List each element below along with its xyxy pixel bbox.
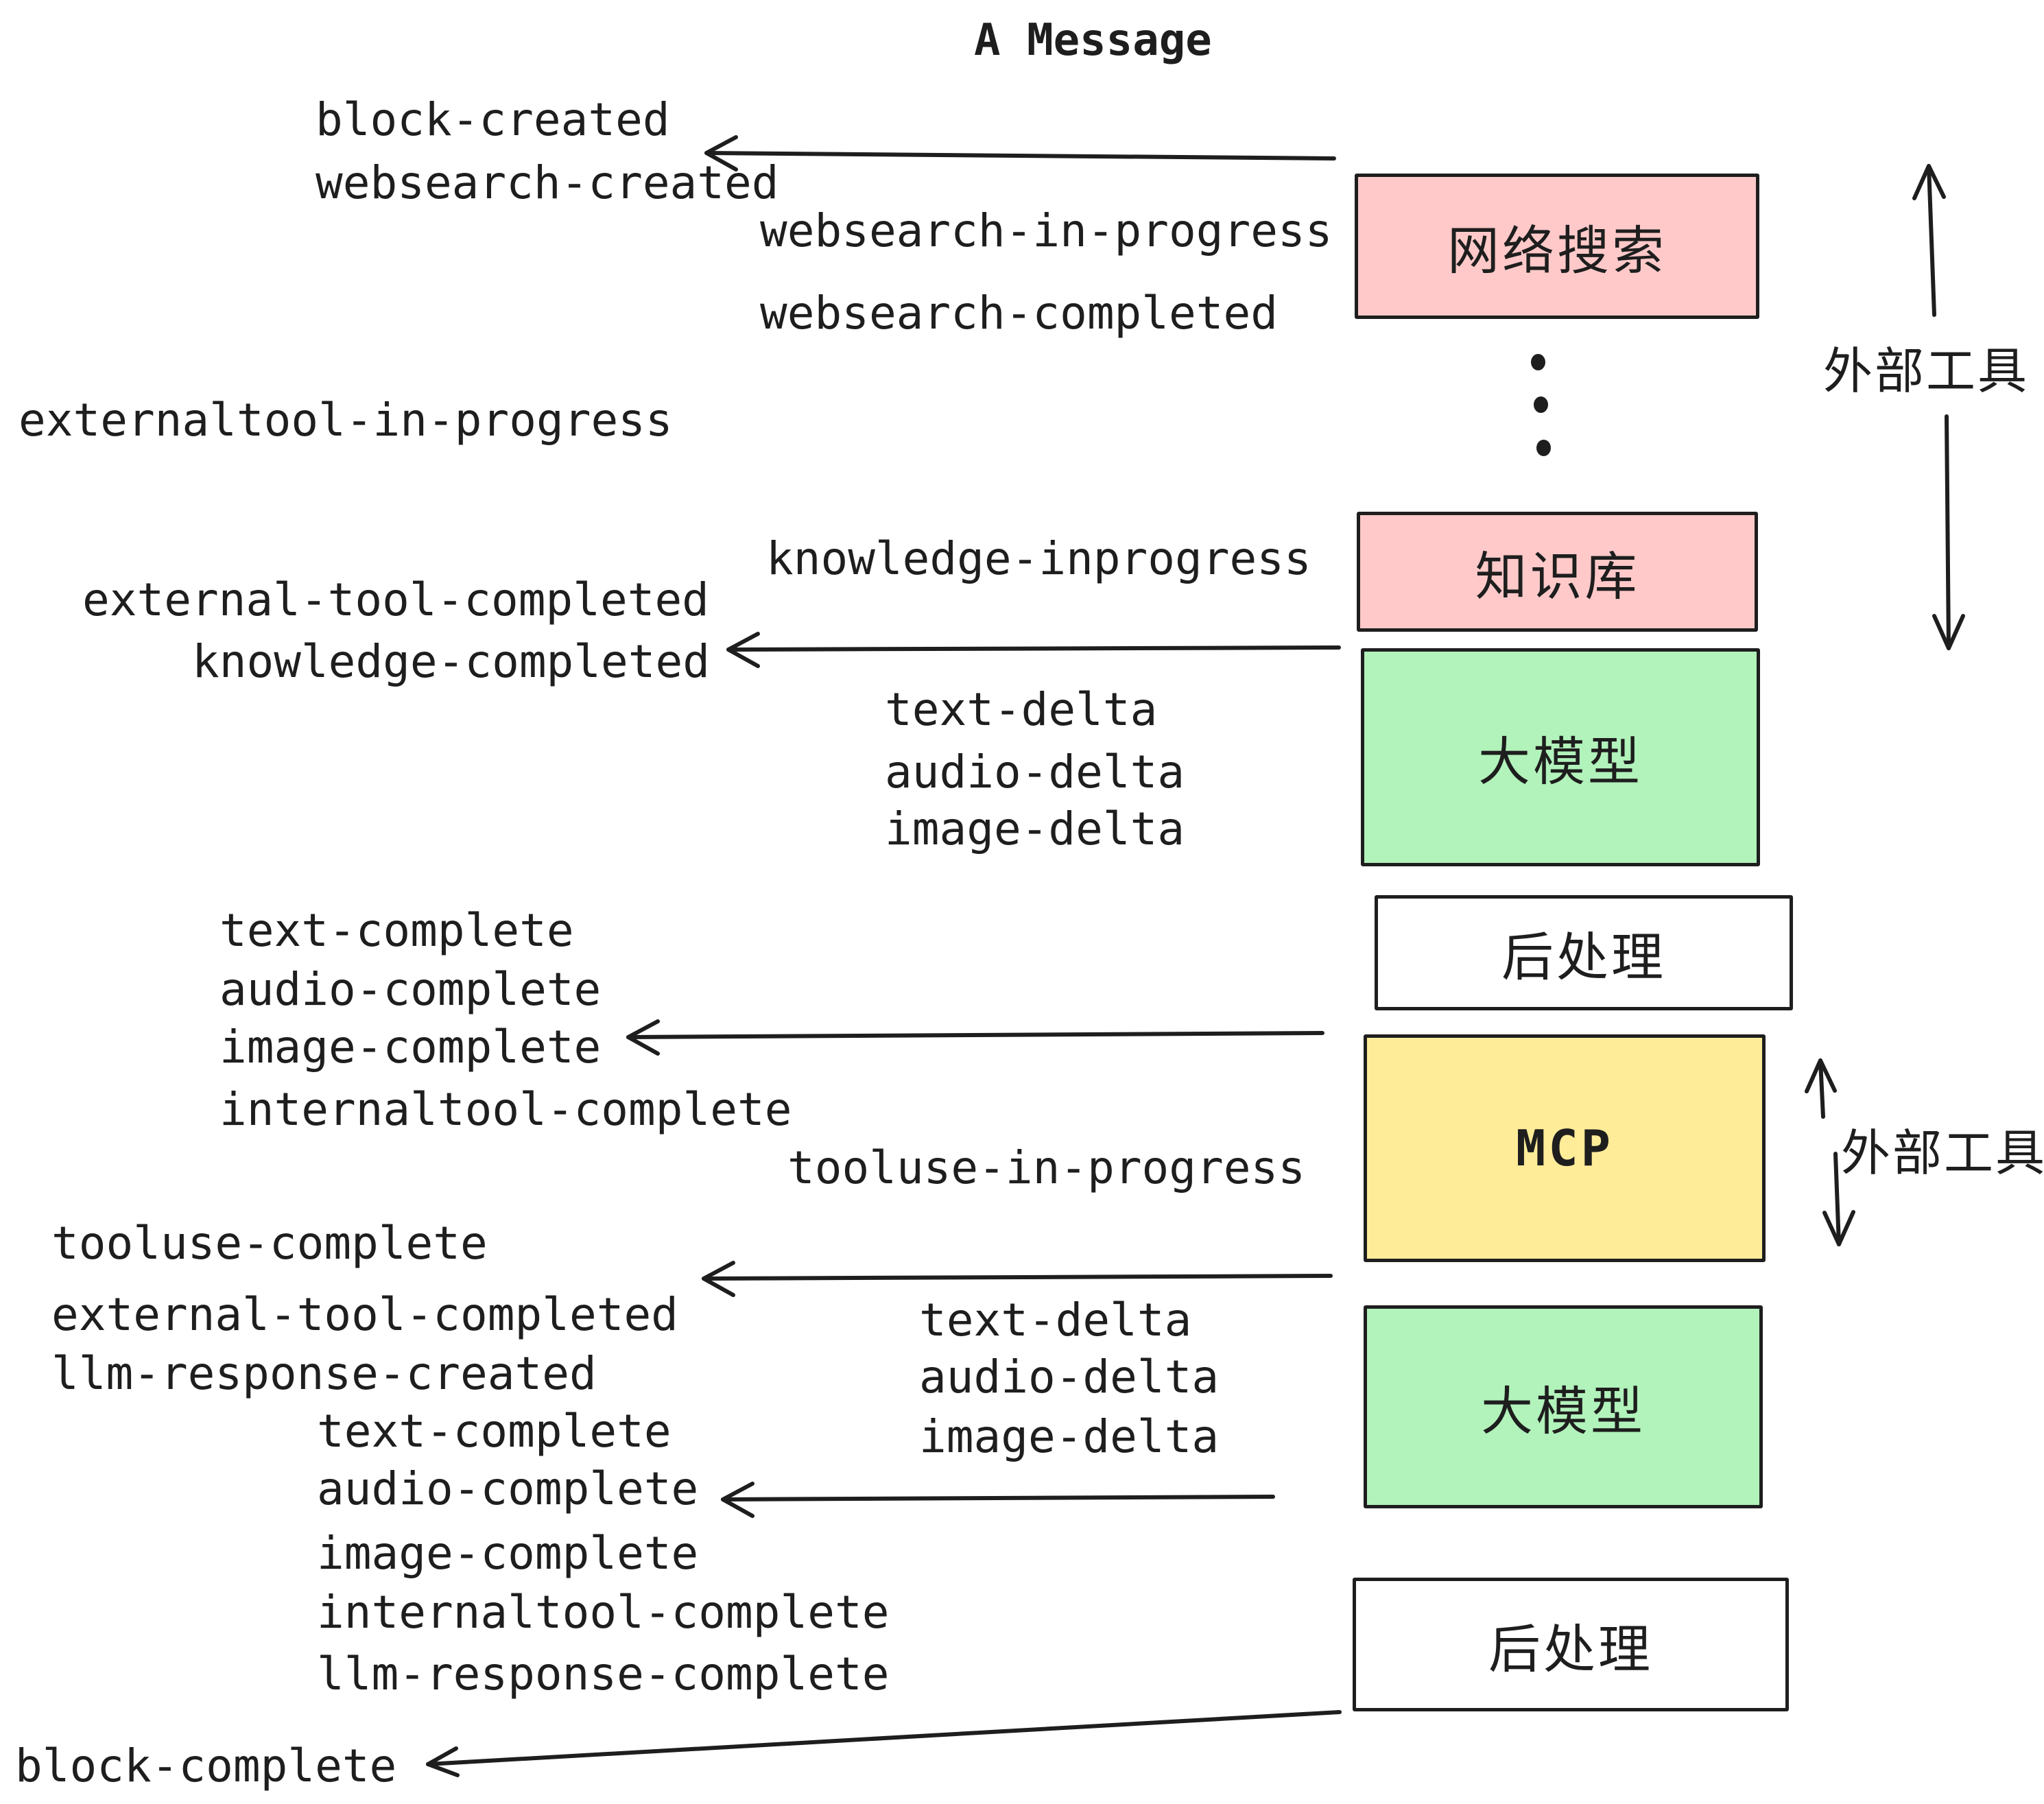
box-postprocess-2: 后处理 [1353, 1578, 1789, 1711]
box-postprocess-1: 后处理 [1375, 895, 1793, 1010]
event-external-tool-completed-2: external-tool-completed [51, 1288, 678, 1341]
event-websearch-created: websearch-created [316, 156, 779, 209]
event-llm-response-complete: llm-response-complete [317, 1648, 890, 1700]
box-knowledge-label: 知识库 [1475, 547, 1640, 606]
event-websearch-completed: websearch-completed [760, 287, 1278, 340]
event-external-tool-completed-1: external-tool-completed [82, 573, 709, 626]
box-websearch: 网络搜索 [1355, 174, 1759, 319]
box-llm-2: 大模型 [1364, 1305, 1763, 1508]
box-llm-2-label: 大模型 [1481, 1383, 1645, 1441]
box-postprocess-1-label: 后处理 [1501, 929, 1666, 987]
event-websearch-in-progress: websearch-in-progress [760, 204, 1333, 257]
box-llm-1-label: 大模型 [1478, 733, 1643, 792]
arrow-external-tools-top-up [1912, 164, 1946, 317]
ellipsis-dot [1531, 354, 1545, 370]
arrow-websearch-to-created [704, 135, 1336, 171]
event-text-complete-2: text-complete [317, 1405, 672, 1458]
side-label-external-tools-top: 外部工具 [1823, 344, 2030, 399]
event-text-complete-1: text-complete [219, 904, 574, 957]
box-websearch-label: 网络搜索 [1447, 222, 1667, 281]
event-internaltool-complete-2: internaltool-complete [317, 1586, 890, 1639]
event-audio-delta-1: audio-delta [885, 746, 1185, 798]
event-knowledge-inprogress: knowledge-inprogress [766, 532, 1311, 585]
arrow-postprocess1-to-complete [626, 1019, 1324, 1056]
arrow-knowledge-to-completed [726, 632, 1341, 668]
event-internaltool-complete-1: internaltool-complete [219, 1083, 792, 1136]
event-text-delta-2: text-delta [919, 1294, 1192, 1346]
event-image-delta-1: image-delta [885, 803, 1185, 855]
ellipsis-dot [1536, 440, 1551, 456]
event-audio-delta-2: audio-delta [919, 1351, 1220, 1403]
arrow-external-tools-bottom-up [1805, 1058, 1837, 1119]
event-audio-complete-2: audio-complete [317, 1462, 699, 1515]
arrow-llm2-to-complete [721, 1482, 1275, 1518]
box-llm-1: 大模型 [1361, 648, 1760, 866]
event-audio-complete-1: audio-complete [219, 963, 602, 1016]
event-tooluse-in-progress: tooluse-in-progress [787, 1141, 1305, 1194]
side-label-external-tools-bottom: 外部工具 [1841, 1126, 2044, 1181]
arrow-mcp-to-tooluse-complete [702, 1261, 1333, 1297]
box-knowledge: 知识库 [1357, 512, 1758, 632]
ellipsis-dot [1534, 396, 1548, 413]
event-image-delta-2: image-delta [919, 1410, 1220, 1463]
event-externaltool-in-progress: externaltool-in-progress [19, 394, 673, 447]
box-mcp-label: MCP [1515, 1119, 1614, 1177]
event-knowledge-completed: knowledge-completed [192, 635, 710, 688]
event-image-complete-2: image-complete [317, 1527, 699, 1580]
event-text-delta-1: text-delta [885, 683, 1158, 736]
event-block-created: block-created [316, 93, 670, 146]
box-mcp: MCP [1364, 1034, 1766, 1262]
event-llm-response-created: llm-response-created [51, 1347, 597, 1400]
arrow-external-tools-top-down [1932, 414, 1965, 650]
arrow-postprocess2-to-block-complete [426, 1710, 1342, 1777]
event-block-complete: block-complete [15, 1740, 397, 1792]
event-tooluse-complete: tooluse-complete [51, 1217, 488, 1270]
event-image-complete-1: image-complete [219, 1021, 602, 1073]
box-postprocess-2-label: 后处理 [1488, 1620, 1653, 1679]
diagram-title: A Message [974, 15, 1212, 66]
